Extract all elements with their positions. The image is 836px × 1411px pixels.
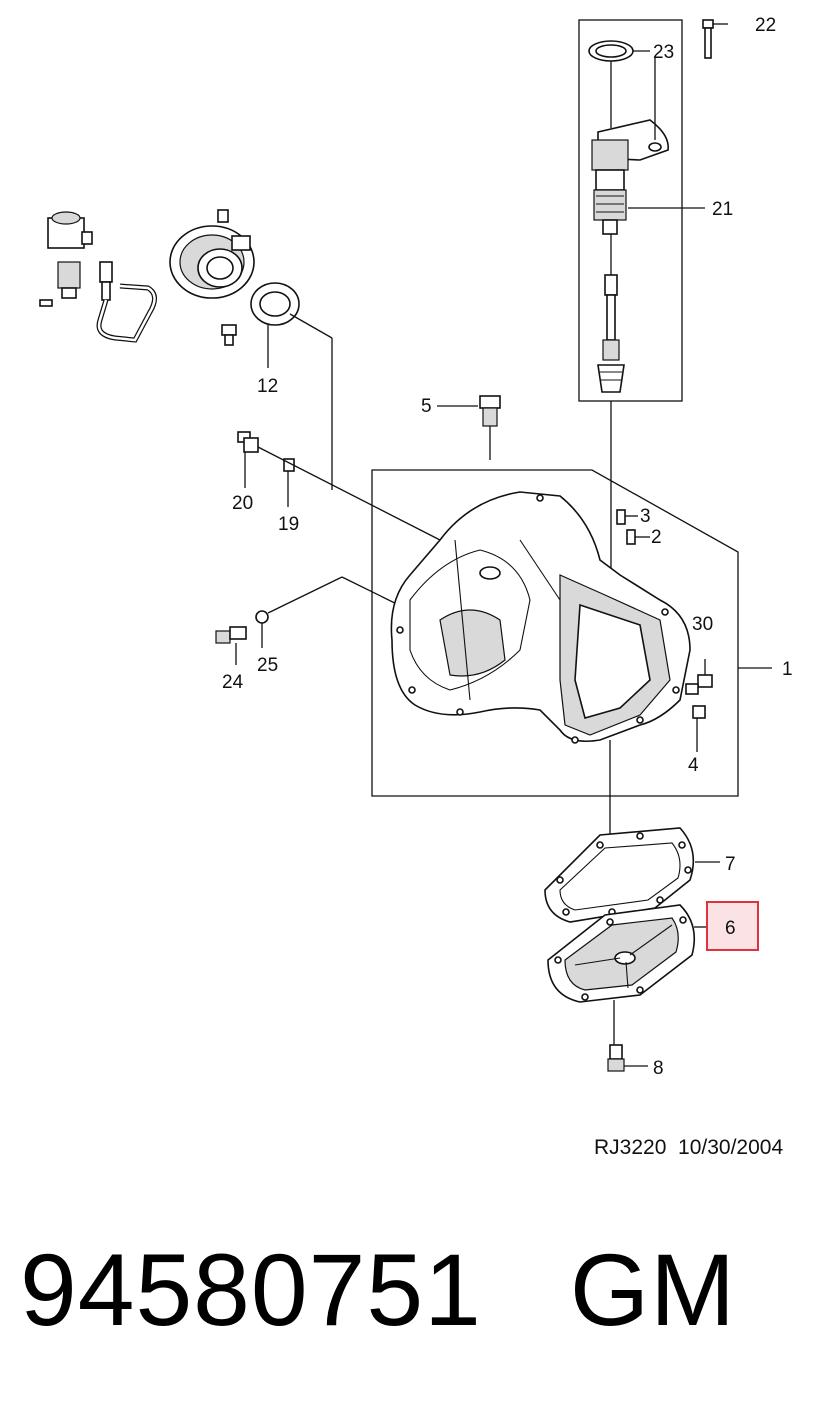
- exploded-parts-diagram: 22 23 21 12 5 20 19 3 2 30 1 25 24 4 7 6…: [16, 15, 793, 1079]
- sensor-parts: [215, 431, 481, 665]
- callout-25: 25: [257, 655, 278, 676]
- clutch-release-assembly: [16, 209, 333, 490]
- part-number-label: 94580751 GM: [20, 1233, 737, 1347]
- callout-30: 30: [692, 614, 713, 635]
- highlight-box: [706, 901, 759, 951]
- callout-4: 4: [688, 755, 699, 776]
- transaxle-case-assembly: [371, 469, 772, 870]
- breather-part: [437, 395, 501, 460]
- callout-3: 3: [640, 506, 651, 527]
- callout-5: 5: [421, 396, 432, 417]
- callout-21: 21: [712, 199, 733, 220]
- callout-1: 1: [782, 659, 793, 680]
- callout-22: 22: [755, 15, 776, 36]
- callout-24: 24: [222, 672, 244, 693]
- callout-12: 12: [257, 376, 278, 397]
- callout-7: 7: [725, 854, 736, 875]
- callout-19: 19: [278, 514, 299, 535]
- drawing-code: RJ3220 10/30/2004: [594, 1136, 784, 1159]
- drain-bolt-part: [607, 1044, 648, 1072]
- callout-8: 8: [653, 1058, 664, 1079]
- callout-20: 20: [232, 493, 253, 514]
- callout-2: 2: [651, 527, 662, 548]
- callout-6: 6: [725, 918, 736, 939]
- callout-23: 23: [653, 42, 674, 63]
- gasket-part: [544, 827, 720, 923]
- oil-pan-part: [547, 904, 706, 1045]
- speedometer-gear-assembly: [578, 19, 728, 600]
